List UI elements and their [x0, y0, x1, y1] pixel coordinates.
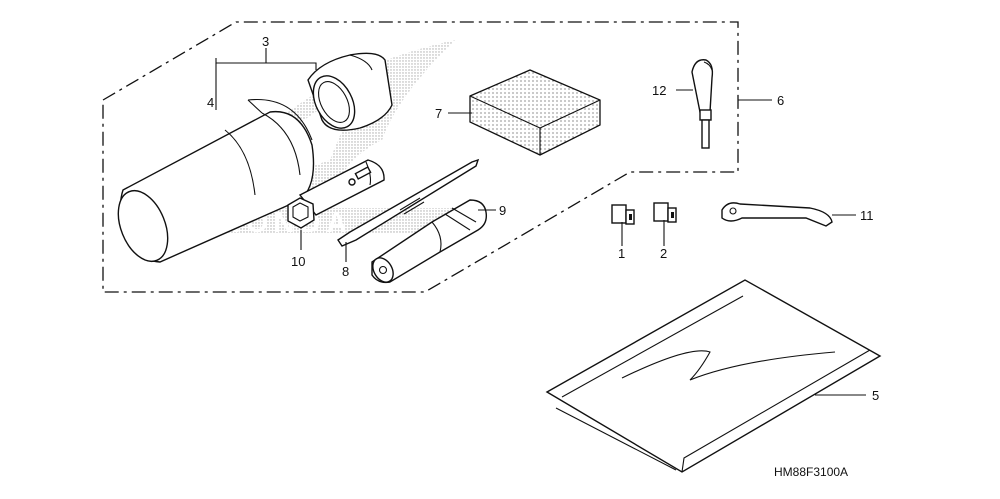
- callout-5: 5: [872, 388, 879, 403]
- callout-4: 4: [207, 95, 214, 110]
- callout-1: 1: [618, 246, 625, 261]
- drawing-code: HM88F3100A: [774, 465, 848, 479]
- fuse-part-1: [611, 204, 635, 225]
- tool-bag-part: [117, 98, 315, 263]
- screwdriver-handle-part: [371, 199, 488, 284]
- callout-12: 12: [652, 83, 666, 98]
- screwdriver-part: [337, 158, 480, 247]
- fuse-puller-part: [691, 59, 714, 149]
- fuse-part-2: [653, 202, 677, 223]
- tool-bag-band-part: [307, 52, 393, 131]
- callout-6: 6: [777, 93, 784, 108]
- callout-9: 9: [499, 203, 506, 218]
- sponge-part: [469, 69, 601, 156]
- hook-key-part: [721, 202, 833, 227]
- callout-11: 11: [860, 208, 874, 223]
- kit-boundary: [102, 21, 739, 293]
- callout-7: 7: [435, 106, 442, 121]
- callout-3: 3: [262, 34, 269, 49]
- callout-10: 10: [291, 254, 305, 269]
- owner-manual-bag-part: [545, 279, 882, 473]
- callout-8: 8: [342, 264, 349, 279]
- plug-wrench-part: [287, 159, 385, 229]
- callout-2: 2: [660, 246, 667, 261]
- leader-lines: [215, 48, 866, 396]
